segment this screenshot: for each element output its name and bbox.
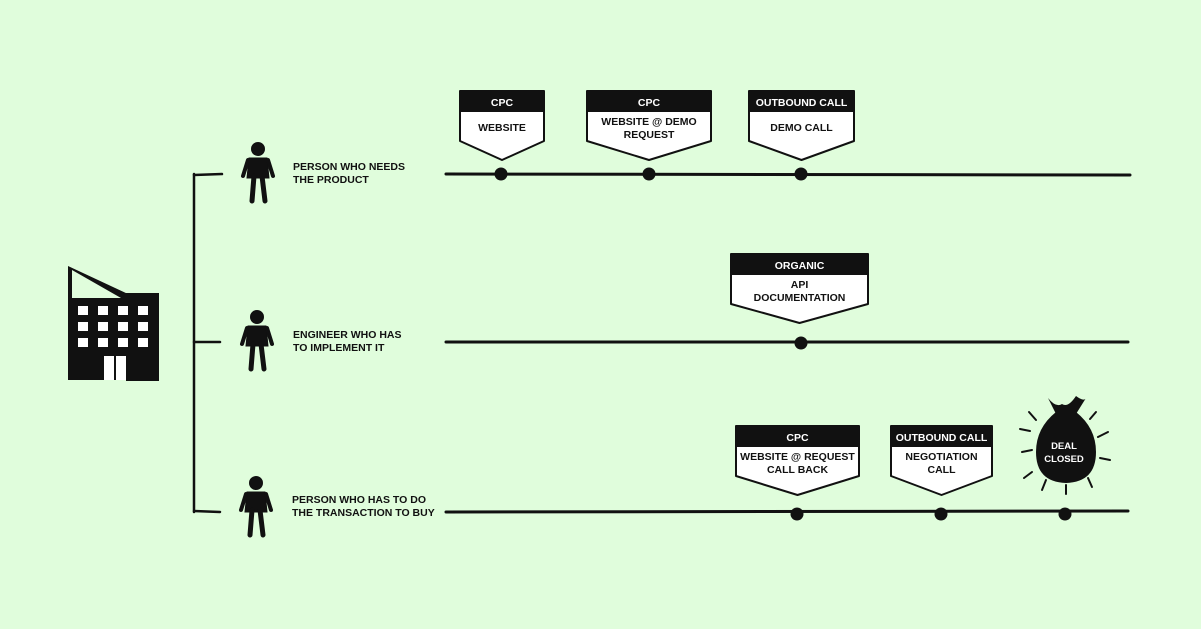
person-icon (241, 142, 275, 204)
timeline-dot (790, 507, 804, 521)
persona-label-transaction: PERSON WHO HAS TO DO THE TRANSACTION TO … (292, 494, 435, 519)
timeline-dot (794, 336, 808, 350)
tag-touchpoint-label: DEMO CALL (770, 122, 833, 134)
building-icon (68, 266, 159, 381)
timeline-dot (642, 167, 656, 181)
tag-channel-label: OUTBOUND CALL (896, 432, 988, 444)
timeline-dot (494, 167, 508, 181)
tag-touchpoint-label: WEBSITE (478, 122, 526, 134)
timeline-row-1 (444, 172, 1132, 177)
tag-channel-label: ORGANIC (775, 260, 825, 272)
money-bag-icon (1019, 396, 1111, 495)
persons (239, 142, 275, 538)
touchpoint-tag: CPC WEBSITE (459, 90, 545, 161)
branch-connector (192, 172, 224, 514)
tag-channel-label: CPC (638, 97, 661, 109)
touchpoint-tag: OUTBOUND CALL DEMO CALL (748, 90, 855, 161)
timeline-dot (1058, 507, 1072, 521)
timeline-dot (934, 507, 948, 521)
tag-channel-label: CPC (786, 432, 809, 444)
person-icon (239, 476, 273, 538)
persona-label-buyer-need: PERSON WHO NEEDS THE PRODUCT (293, 161, 406, 186)
tag-channel-label: OUTBOUND CALL (756, 97, 848, 109)
timeline-dots (494, 167, 1072, 521)
timeline-row-3 (444, 509, 1130, 514)
persona-label-engineer: ENGINEER WHO HAS TO IMPLEMENT IT (293, 329, 402, 354)
timelines (444, 172, 1132, 514)
timeline-dot (794, 167, 808, 181)
person-icon (240, 310, 274, 372)
tag-channel-label: CPC (491, 97, 514, 109)
